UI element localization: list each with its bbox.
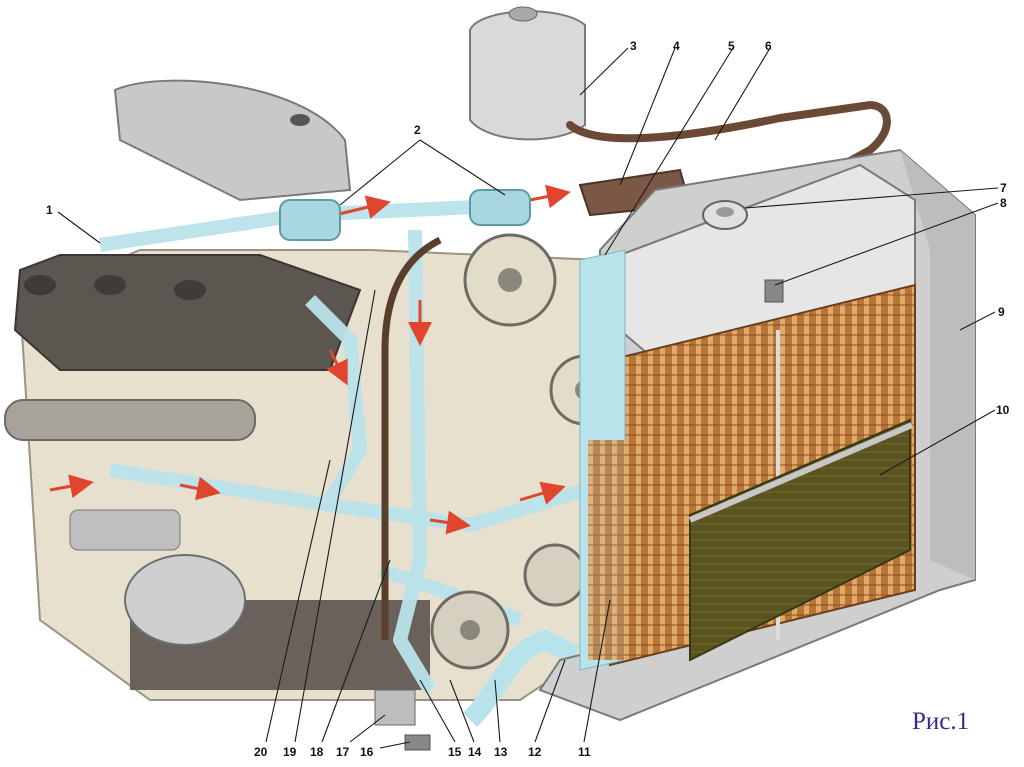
drain-cock (374, 689, 431, 751)
cylinder-head-cover (13, 254, 362, 371)
callout-14: 14 (468, 745, 482, 759)
callout-20: 20 (254, 745, 268, 759)
flow-arrow (49, 474, 94, 499)
expansion-tank (469, 6, 586, 141)
flow-arrows (49, 184, 571, 535)
leader-lines (57, 47, 999, 749)
callout-6: 6 (765, 39, 772, 53)
callout-9: 9 (998, 305, 1005, 319)
callout-4: 4 (673, 39, 680, 53)
tank-hose (566, 100, 891, 214)
flow-arrow (179, 476, 221, 501)
callout-13: 13 (494, 745, 508, 759)
callout-labels: 1 2 3 4 5 6 7 8 9 10 11 12 13 14 15 16 1… (46, 39, 1010, 759)
flow-arrow (334, 195, 391, 219)
callout-11: 11 (578, 745, 591, 759)
callout-19: 19 (283, 745, 297, 759)
callout-7: 7 (1000, 181, 1007, 195)
callout-15: 15 (448, 745, 462, 759)
starter-generator (69, 509, 246, 646)
thermostat-icon (279, 189, 531, 241)
flow-arrow (519, 481, 566, 505)
flow-arrow (326, 349, 348, 386)
exhaust-pipe (4, 399, 256, 441)
callout-17: 17 (336, 745, 350, 759)
callout-18: 18 (310, 745, 324, 759)
flow-arrow (429, 510, 471, 535)
crankshaft-pulley (430, 543, 587, 670)
callout-16: 16 (360, 745, 374, 759)
callout-10: 10 (996, 403, 1010, 417)
radiator-tubes-cutaway (579, 249, 626, 671)
callout-12: 12 (528, 745, 542, 759)
callout-8: 8 (1000, 196, 1007, 210)
callout-1: 1 (46, 203, 53, 217)
bypass-pipe (381, 236, 442, 640)
air-cleaner (113, 79, 352, 202)
water-pump-icon (463, 233, 557, 327)
callout-5: 5 (728, 39, 735, 53)
figure-caption: Рис.1 (912, 708, 970, 735)
flow-arrow (529, 184, 571, 209)
radiator-shutter (688, 418, 914, 662)
callout-2: 2 (414, 123, 421, 137)
callout-3: 3 (630, 39, 637, 53)
radiator-cap-icon (702, 200, 784, 303)
lower-radiator-hose (462, 629, 580, 728)
